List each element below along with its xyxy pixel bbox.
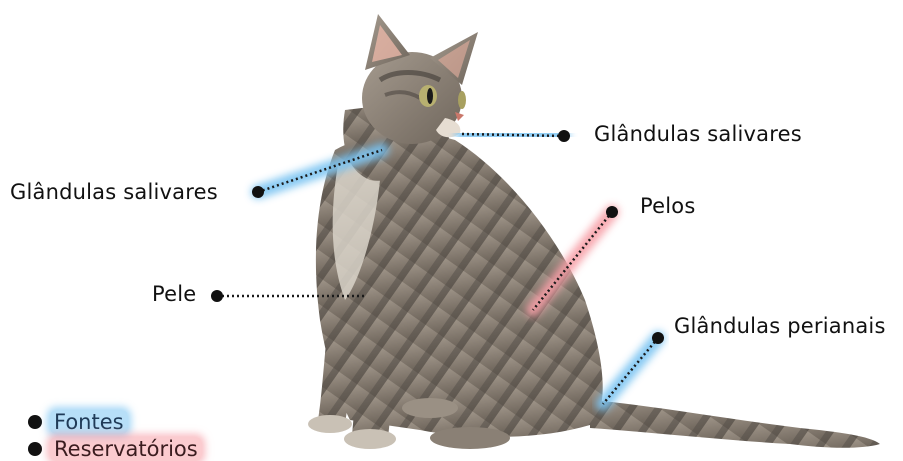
legend-sources-label: Fontes: [50, 410, 128, 434]
label-salivary-left: Glândulas salivares: [10, 180, 218, 204]
cat-tail: [590, 400, 880, 448]
marker-salivary-right: [558, 130, 570, 142]
marker-skin: [211, 290, 223, 302]
label-salivary-right: Glândulas salivares: [594, 122, 802, 146]
marker-salivary-left: [252, 186, 264, 198]
legend-reservoirs-label: Reservatórios: [50, 437, 202, 461]
legend-reservoirs: Reservatórios: [28, 437, 202, 461]
marker-perianal: [652, 332, 664, 344]
legend-sources-dot-icon: [28, 415, 42, 429]
legend-reservoirs-dot-icon: [28, 442, 42, 456]
label-perianal: Glândulas perianais: [674, 314, 886, 338]
label-fur: Pelos: [640, 194, 695, 218]
legend-sources: Fontes: [28, 410, 128, 434]
label-skin: Pele: [152, 282, 196, 306]
marker-fur: [606, 206, 618, 218]
